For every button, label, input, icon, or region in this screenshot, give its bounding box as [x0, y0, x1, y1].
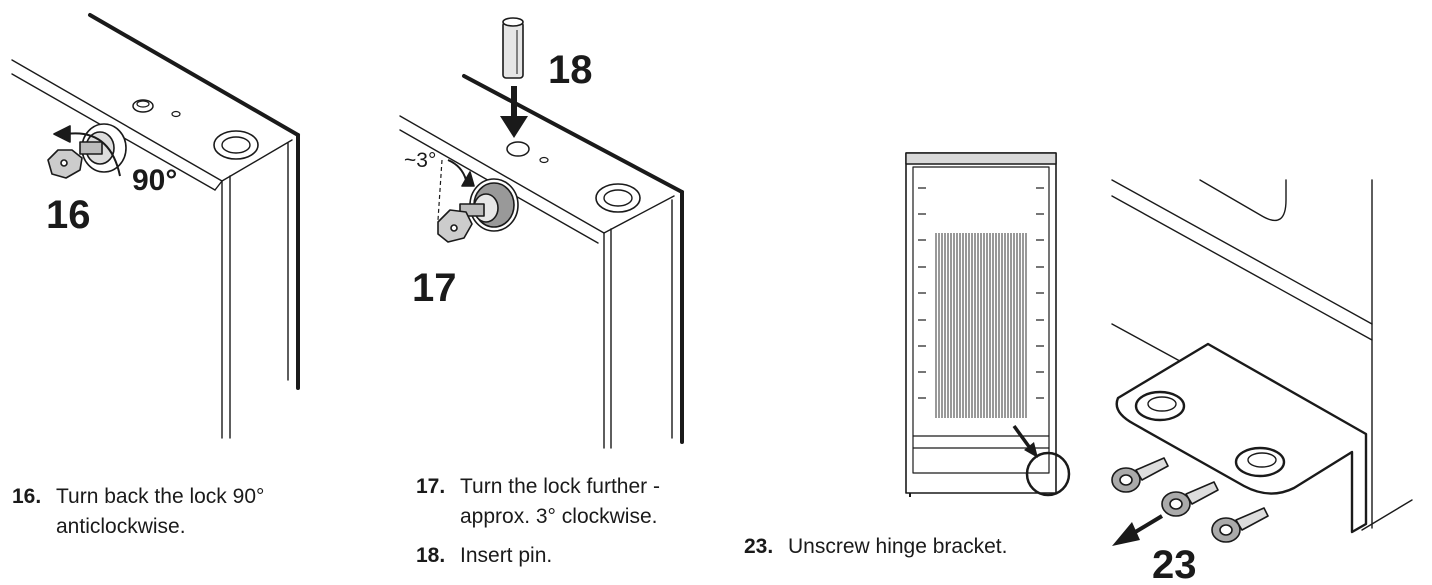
caption-17: 17. Turn the lock further - approx. 3° clo… [416, 472, 660, 532]
panel-23-fridge-front [905, 152, 1057, 494]
fridge-shelves [918, 187, 1044, 399]
caption-16-number: 16. [12, 485, 42, 508]
hinge-screws [1111, 457, 1269, 543]
caption-16: 16. Turn back the lock 90° anticlockwise. [12, 482, 264, 542]
caption-16-line2: anticlockwise. [56, 515, 186, 538]
panel-17-lock-with-key [437, 159, 519, 243]
caption-17-number: 17. [416, 475, 446, 498]
angle-90-label: 90° [132, 164, 177, 197]
step-17-label: 17 [412, 266, 457, 310]
step-23-label: 23 [1152, 543, 1197, 585]
angle-3-label: ~3° [404, 149, 436, 172]
step-16-label: 16 [46, 193, 91, 237]
caption-18-text: Insert pin. [460, 544, 553, 567]
caption-18: 18. Insert pin. [416, 541, 552, 571]
pull-arrow [1112, 514, 1164, 546]
panel-18-pin-and-arrow [500, 17, 528, 138]
caption-17-line1: Turn the lock further - [460, 475, 660, 498]
fridge-rear-grille [935, 233, 1027, 418]
panel-17-appliance-top [399, 74, 684, 449]
caption-23-number: 23. [744, 535, 774, 558]
fridge-hinge-callout [909, 424, 1071, 497]
caption-23-text: Unscrew hinge bracket. [788, 535, 1008, 558]
hinge-closeup-appliance-corner [1111, 179, 1413, 531]
caption-17-line2: approx. 3° clockwise. [460, 505, 658, 528]
panel-16-appliance-top [11, 13, 300, 439]
caption-16-line1: Turn back the lock 90° [56, 485, 265, 508]
panel-16-lock-with-key [47, 123, 127, 179]
step-18-label: 18 [548, 48, 593, 92]
caption-18-number: 18. [416, 544, 446, 567]
caption-23: 23. Unscrew hinge bracket. [744, 532, 1007, 562]
hinge-bracket [1115, 342, 1368, 534]
